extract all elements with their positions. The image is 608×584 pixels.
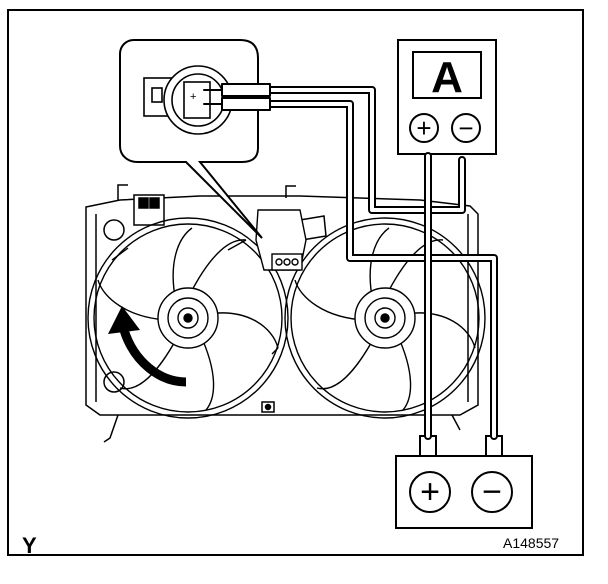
rotation-arrow-icon <box>108 306 187 387</box>
fan-shroud <box>85 184 479 443</box>
svg-text:+: + <box>190 91 196 103</box>
ammeter-positive-terminal <box>409 113 439 143</box>
ammeter-label: A <box>431 53 463 102</box>
test-leads <box>203 83 498 440</box>
ammeter-negative-terminal <box>451 113 481 143</box>
ammeter-negative-symbol: − <box>458 113 473 143</box>
fan-right <box>284 217 486 419</box>
diagram-border <box>7 9 584 556</box>
ammeter-display <box>412 51 482 99</box>
figure-id: A148557 <box>503 535 560 551</box>
ammeter-icon <box>397 39 497 155</box>
motor-connector <box>255 209 307 271</box>
battery-icon <box>395 435 533 529</box>
battery-positive-terminal <box>409 471 451 513</box>
ammeter-positive-symbol: + <box>416 113 431 143</box>
fan-left <box>87 217 289 419</box>
battery-negative-terminal <box>471 471 513 513</box>
corner-mark: Y <box>22 533 37 558</box>
battery-negative-symbol: − <box>482 473 502 511</box>
battery-positive-symbol: + <box>420 473 440 511</box>
